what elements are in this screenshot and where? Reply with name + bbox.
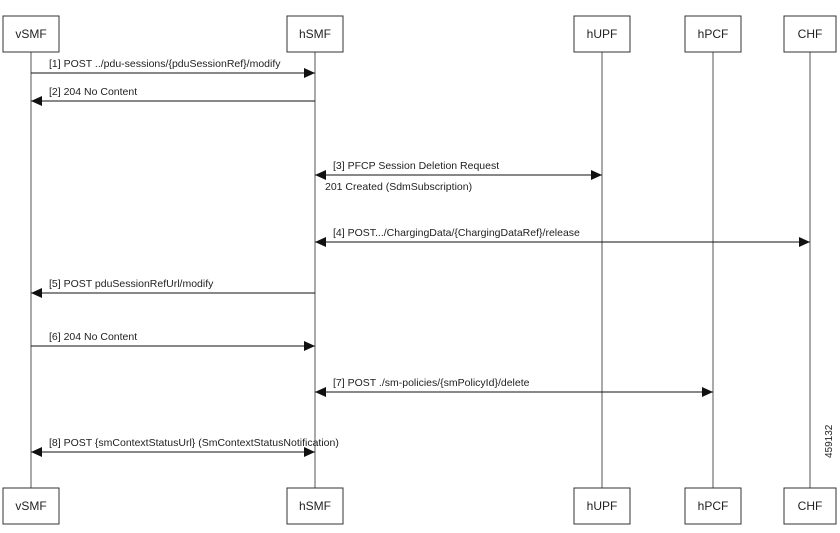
participant-label: hUPF — [587, 27, 618, 41]
participant-hupf-top: hUPF — [573, 15, 631, 53]
arrow-head — [304, 341, 315, 351]
arrow-head — [31, 447, 42, 457]
arrow-head — [304, 68, 315, 78]
message-8: [8] POST {smContextStatusUrl} (SmContext… — [31, 437, 339, 457]
participant-box — [286, 487, 344, 525]
figure-id: 459132 — [824, 424, 835, 458]
participant-box — [684, 487, 742, 525]
message-label: [3] PFCP Session Deletion Request — [333, 160, 499, 172]
participant-box — [2, 15, 60, 53]
message-4: [4] POST.../ChargingData/{ChargingDataRe… — [315, 227, 810, 247]
message-label: [4] POST.../ChargingData/{ChargingDataRe… — [333, 227, 580, 239]
message-3: [3] PFCP Session Deletion Request 201 Cre… — [315, 160, 602, 193]
participant-hpcf-top: hPCF — [684, 15, 742, 53]
arrow-head — [315, 170, 326, 180]
message-label: [8] POST {smContextStatusUrl} (SmContext… — [49, 437, 339, 449]
message-label: [6] 204 No Content — [49, 331, 137, 343]
participant-chf-top: CHF — [783, 15, 837, 53]
participant-vsmf-bottom: vSMF — [2, 487, 60, 525]
message-label: [2] 204 No Content — [49, 86, 137, 98]
message-label: [1] POST ../pdu-sessions/{pduSessionRef}… — [49, 58, 281, 70]
participant-label: vSMF — [15, 27, 46, 41]
participant-label: CHF — [798, 27, 823, 41]
arrow-head — [31, 96, 42, 106]
arrow-head — [315, 237, 326, 247]
message-label: [5] POST pduSessionRefUrl/modify — [49, 278, 214, 290]
participant-hsmf-bottom: hSMF — [286, 487, 344, 525]
message-6: [6] 204 No Content — [31, 331, 315, 351]
arrow-head — [799, 237, 810, 247]
participant-label: hPCF — [698, 27, 729, 41]
participant-label: CHF — [798, 499, 823, 513]
participant-hpcf-bottom: hPCF — [684, 487, 742, 525]
participant-label: hPCF — [698, 499, 729, 513]
message-2: [2] 204 No Content — [31, 86, 315, 106]
participant-box — [783, 487, 837, 525]
message-5: [5] POST pduSessionRefUrl/modify — [31, 278, 315, 298]
participant-hsmf-top: hSMF — [286, 15, 344, 53]
participant-box — [286, 15, 344, 53]
participant-hupf-bottom: hUPF — [573, 487, 631, 525]
participant-label: hSMF — [299, 499, 331, 513]
participant-vsmf-top: vSMF — [2, 15, 60, 53]
message-1: [1] POST ../pdu-sessions/{pduSessionRef}… — [31, 58, 315, 78]
message-7: [7] POST ./sm-policies/{smPolicyId}/dele… — [315, 377, 713, 397]
participant-label: hUPF — [587, 499, 618, 513]
arrow-head — [31, 288, 42, 298]
arrow-head — [591, 170, 602, 180]
message-note: 201 Created (SdmSubscription) — [325, 181, 472, 193]
participant-label: vSMF — [15, 499, 46, 513]
participant-label: hSMF — [299, 27, 331, 41]
participant-box — [573, 15, 631, 53]
message-label: [7] POST ./sm-policies/{smPolicyId}/dele… — [333, 377, 530, 389]
arrow-head — [702, 387, 713, 397]
arrow-head — [315, 387, 326, 397]
participant-box — [573, 487, 631, 525]
arrow-head — [304, 447, 315, 457]
participant-box — [2, 487, 60, 525]
participant-box — [684, 15, 742, 53]
participant-chf-bottom: CHF — [783, 487, 837, 525]
participant-box — [783, 15, 837, 53]
